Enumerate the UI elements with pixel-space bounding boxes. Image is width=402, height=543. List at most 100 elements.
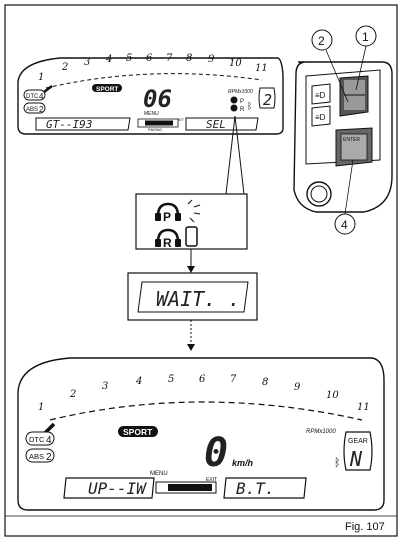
top-dtc-indicator xyxy=(23,89,46,101)
bottom-tick-4: 4 xyxy=(135,376,142,387)
bottom-dtc-label: DTC xyxy=(29,435,45,444)
pairing-detail-box: P R xyxy=(135,193,248,250)
top-dashboard: 1 2 3 4 5 6 7 8 9 10 11 DTC 4 ABS 2 SPOR… xyxy=(17,53,284,135)
callout-1-line xyxy=(355,45,367,91)
horn-icon xyxy=(310,185,328,203)
wait-text: WAIT. . xyxy=(156,287,240,311)
callout-2-line xyxy=(325,49,349,103)
top-tick-1: 1 xyxy=(38,72,44,83)
svg-text:R: R xyxy=(240,107,245,113)
bottom-tick-1: 1 xyxy=(38,402,44,413)
bottom-left-field-box xyxy=(63,477,155,499)
bottom-dtc-indicator xyxy=(25,431,55,446)
callout-2 xyxy=(311,29,333,51)
bottom-tick-7: 7 xyxy=(230,374,237,385)
bluetooth-icon: ᛒ xyxy=(334,457,341,469)
top-dtc-label: DTC xyxy=(26,94,39,100)
bottom-left-field: UP--IW xyxy=(88,479,147,498)
top-tick-5: 5 xyxy=(126,53,132,64)
top-tick-8: 8 xyxy=(186,53,192,64)
top-tick-4: 4 xyxy=(105,54,112,65)
bottom-tick-5: 5 xyxy=(168,374,174,385)
top-abs-indicator xyxy=(23,102,46,114)
top-fuel-fill xyxy=(145,120,173,126)
bottom-sport-badge xyxy=(118,426,158,437)
low-beam-button[interactable] xyxy=(311,105,331,127)
top-tick-6: 6 xyxy=(146,53,153,64)
bottom-abs-indicator xyxy=(25,448,55,463)
top-exit-label: EXIT xyxy=(175,117,184,122)
top-abs-label: ABS xyxy=(26,107,38,113)
bottom-dtc-level: 4 xyxy=(46,435,52,446)
bottom-tick-3: 3 xyxy=(102,381,108,392)
callout-2-number: 2 xyxy=(318,34,325,48)
scroll-up-button[interactable] xyxy=(344,80,365,94)
bottom-menu-label: MENU xyxy=(150,471,168,477)
bottom-tick-9: 9 xyxy=(294,382,301,393)
enter-label: ENTER xyxy=(343,137,360,143)
headset-icon-p xyxy=(155,202,181,221)
top-dtc-level: 4 xyxy=(39,92,44,101)
bottom-rpm-arc xyxy=(49,401,363,421)
top-abs-level: 2 xyxy=(39,105,44,114)
pairing-r-letter: R xyxy=(163,236,172,250)
top-sport-badge xyxy=(92,84,122,92)
bottom-speed-value: 0 xyxy=(204,430,228,476)
low-beam-icon: ≡D xyxy=(315,113,326,122)
bottom-tick-2: 2 xyxy=(69,389,76,400)
top-tick-7: 7 xyxy=(166,53,173,64)
callout-1-number: 1 xyxy=(362,30,369,44)
figure-caption: Fig. 107 xyxy=(345,521,385,533)
high-beam-icon: ≡D xyxy=(315,91,326,100)
top-tick-2: 2 xyxy=(61,62,68,73)
bottom-exit-label: EXIT xyxy=(206,477,217,483)
top-right-field-box xyxy=(185,117,259,131)
bottom-speed-unit: km/h xyxy=(232,458,254,468)
enter-button-face[interactable] xyxy=(340,133,368,161)
bottom-tick-8: 8 xyxy=(262,377,268,388)
handlebar-switchgear: ≡D ≡D ENTER 1 2 4 xyxy=(293,25,393,235)
top-rpm-label: RPMx1000 xyxy=(228,89,253,95)
bluetooth-icon: ᛒ xyxy=(247,101,252,111)
top-tick-3: 3 xyxy=(84,57,90,68)
callout-4-line xyxy=(344,159,354,215)
top-pairing-label: PAIRING xyxy=(148,128,162,132)
top-gear-box xyxy=(258,87,276,109)
headset-icon-r xyxy=(155,228,181,247)
svg-text:P: P xyxy=(240,99,244,105)
top-tick-9: 9 xyxy=(208,54,215,65)
wait-box: WAIT. . xyxy=(127,272,258,321)
bottom-fuel-fill xyxy=(168,484,212,491)
bottom-gear-value: N xyxy=(349,447,363,471)
scroll-down-button[interactable] xyxy=(344,96,365,110)
pairing-p-letter: P xyxy=(163,210,171,224)
bottom-gear-box xyxy=(343,431,373,471)
top-left-field-box xyxy=(35,117,131,131)
top-left-field: GT--I93 xyxy=(46,118,92,131)
bottom-sport-label: SPORT xyxy=(123,427,153,437)
smartphone-icon xyxy=(185,226,198,247)
bottom-tick-6: 6 xyxy=(199,374,206,385)
arrow-to-wait-head xyxy=(187,266,195,273)
top-tick-11: 11 xyxy=(255,63,268,74)
top-menu-label: MENU xyxy=(144,111,159,117)
top-rpm-arc xyxy=(45,73,263,89)
bottom-abs-label: ABS xyxy=(29,452,44,461)
bottom-tick-10: 10 xyxy=(326,390,339,401)
top-center-value: 06 xyxy=(143,85,172,113)
top-tick-10: 10 xyxy=(229,58,242,69)
callout-4-number: 4 xyxy=(341,218,348,232)
bottom-rpm-label: RPMx1000 xyxy=(306,429,336,435)
top-right-field: SEL xyxy=(206,118,226,131)
top-pairing-icons: P R ᛒ xyxy=(230,96,252,113)
bottom-abs-level: 2 xyxy=(46,452,52,463)
bottom-dashboard: 1 2 3 4 5 6 7 8 9 10 11 DTC 4 ABS 2 SPOR… xyxy=(17,357,385,511)
high-beam-button[interactable] xyxy=(311,83,331,105)
blinking-rays-icon xyxy=(187,199,201,223)
bottom-right-field: B.T. xyxy=(236,479,275,498)
top-gear-value: 2 xyxy=(263,91,272,109)
bottom-tick-11: 11 xyxy=(357,402,370,413)
bottom-right-field-box xyxy=(223,477,307,499)
arrow-to-dash-head xyxy=(187,344,195,351)
